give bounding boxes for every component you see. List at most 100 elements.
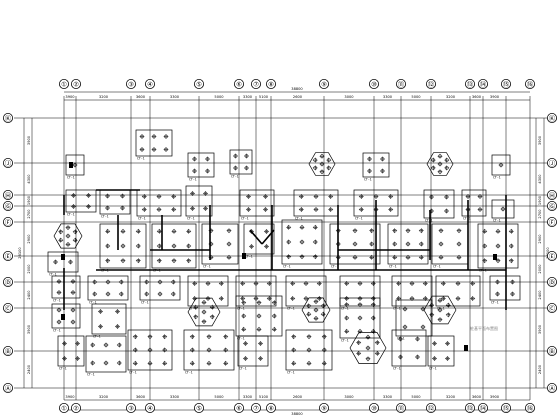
pile-cap-tag: CT-1 <box>341 339 349 343</box>
pile-cap-outline <box>183 329 235 371</box>
pile-cap-outline <box>51 275 81 299</box>
pile-cap-tag: CT-1 <box>393 367 401 371</box>
pile-cap-outline <box>65 154 85 176</box>
dim-text-bottom: 3300 <box>170 395 180 399</box>
axis-bubble-label: Ⓑ <box>549 347 556 355</box>
pile-cap: CT-1 <box>85 335 127 377</box>
pile-cap-tag: CT-1 <box>283 265 291 269</box>
axis-bubble-top: ⑯ <box>525 79 536 90</box>
axis-bubble-bottom: ⑦ <box>250 402 261 413</box>
dim-text-right: 4300 <box>538 174 542 184</box>
pile-cap-outline <box>136 189 182 217</box>
pile-cap-outline <box>395 299 433 337</box>
axis-bubble-top: ④ <box>144 79 155 90</box>
pile-cap-outline <box>243 223 275 255</box>
axis-bubble-circle <box>464 79 475 90</box>
pile-cap-hex <box>308 152 336 176</box>
axis-bubble-bottom: ⑮ <box>500 402 511 413</box>
axis-bubble-right: Ⓚ <box>547 113 558 124</box>
pile-cap-tag: CT-1 <box>463 217 471 221</box>
dim-text-left: 3900 <box>27 135 31 145</box>
axis-bubble-top: ⑤ <box>193 79 204 90</box>
pile-cap: CT-1 <box>135 129 173 161</box>
pile-cap-outline <box>135 129 173 157</box>
axis-bubble-right: Ⓔ <box>547 250 558 261</box>
pile-cap-outline <box>281 219 323 265</box>
pile-cap-tag: CT-1 <box>429 367 437 371</box>
axis-bubble-circle <box>547 200 558 211</box>
axis-bubble-label: ⑫ <box>428 80 435 88</box>
pile-cap-outline <box>65 189 97 213</box>
pile-cap: CT-1 <box>293 189 339 221</box>
pile-cap-tag: CT-1 <box>141 301 149 305</box>
axis-bubble-label: ⑫ <box>428 404 435 412</box>
dim-text-right: 2900 <box>538 234 542 244</box>
dim-text-left: 2900 <box>27 234 31 244</box>
axis-bubble-top: ① <box>59 79 70 90</box>
column-marker <box>61 254 65 260</box>
pile-cap-outline <box>491 199 515 219</box>
axis-bubble-left: Ⓑ <box>3 345 13 356</box>
pile-cap: CT-1 <box>431 223 469 269</box>
axis-bubble-label: ⑨ <box>321 404 327 412</box>
pile-cap-tag: CT-1 <box>341 307 349 311</box>
axis-bubble-bottom: ⑤ <box>193 402 204 413</box>
axis-bubble-left: Ⓓ <box>3 276 13 287</box>
column-marker <box>493 254 497 260</box>
pile-cap-outline <box>57 335 85 367</box>
pile-cap-tag: CT-1 <box>53 329 61 333</box>
axis-bubble-label: ⑦ <box>253 80 259 88</box>
dim-text-top: 3300 <box>170 95 180 99</box>
axis-bubble-label: Ⓙ <box>5 159 12 167</box>
axis-bubble-circle <box>3 113 13 124</box>
axis-bubble-top: ⑪ <box>395 79 406 90</box>
pile-cap-hex-outline <box>301 297 331 323</box>
axis-bubble-top: ⑦ <box>250 79 261 90</box>
axis-bubble-circle <box>318 79 329 90</box>
dim-text-bottom: 5000 <box>214 395 224 399</box>
dim-text-bottom: 5000 <box>411 395 421 399</box>
pile-cap-tag: CT-1 <box>355 217 363 221</box>
pile-cap-outline <box>431 223 469 265</box>
pile-cap-tag: CT-1 <box>237 307 245 311</box>
axis-bubble-right: Ⓑ <box>547 345 558 356</box>
pile-cap: CT-1 <box>235 275 277 311</box>
pile-cap-hex-outline <box>423 295 457 325</box>
axis-bubble-top: ⑧ <box>265 79 276 90</box>
pile-cap: CT-1 <box>229 149 253 179</box>
pile-cap-tag: CT-1 <box>393 307 401 311</box>
axis-bubble-circle <box>477 402 488 413</box>
pile-cap: CT-1 <box>477 223 519 273</box>
pile-cap-tag: CT-1 <box>89 301 97 305</box>
dim-text-top: 3300 <box>243 95 253 99</box>
dim-text-left-overall: 26100 <box>18 247 22 259</box>
pile-cap-tag: CT-1 <box>493 176 501 180</box>
pile-cap: CT-1 <box>57 335 85 371</box>
axis-bubble-top: ⑥ <box>233 79 244 90</box>
wall-segment <box>249 229 263 245</box>
axis-bubble-label: ⑭ <box>480 80 487 88</box>
dim-text-left: 3900 <box>27 324 31 334</box>
axis-bubble-circle <box>3 276 13 287</box>
axis-bubble-circle <box>265 402 276 413</box>
axis-bubble-label: ③ <box>128 404 134 412</box>
pile-cap-outline <box>139 275 181 301</box>
pile-cap-outline <box>235 275 277 307</box>
pile-cap-outline <box>91 303 127 335</box>
pile-cap-tag: CT-1 <box>187 217 195 221</box>
pile-cap: CT-1 <box>339 297 381 343</box>
column-marker <box>61 314 65 320</box>
pile-cap-outline <box>285 329 333 371</box>
axis-bubble-circle <box>425 79 436 90</box>
pile-cap-outline <box>391 275 433 307</box>
dim-text-bottom: 3600 <box>136 395 146 399</box>
axis-bubble-circle <box>368 79 379 90</box>
axis-bubble-label: ① <box>61 80 67 88</box>
axis-bubble-bottom: ① <box>59 402 70 413</box>
dim-text-left: 1900 <box>27 195 31 205</box>
axis-bubble-left: Ⓕ <box>3 216 13 227</box>
pile-cap-tag: CT-1 <box>189 178 197 182</box>
wall-segments <box>61 162 507 351</box>
pile-cap: CT-1 <box>235 295 283 341</box>
